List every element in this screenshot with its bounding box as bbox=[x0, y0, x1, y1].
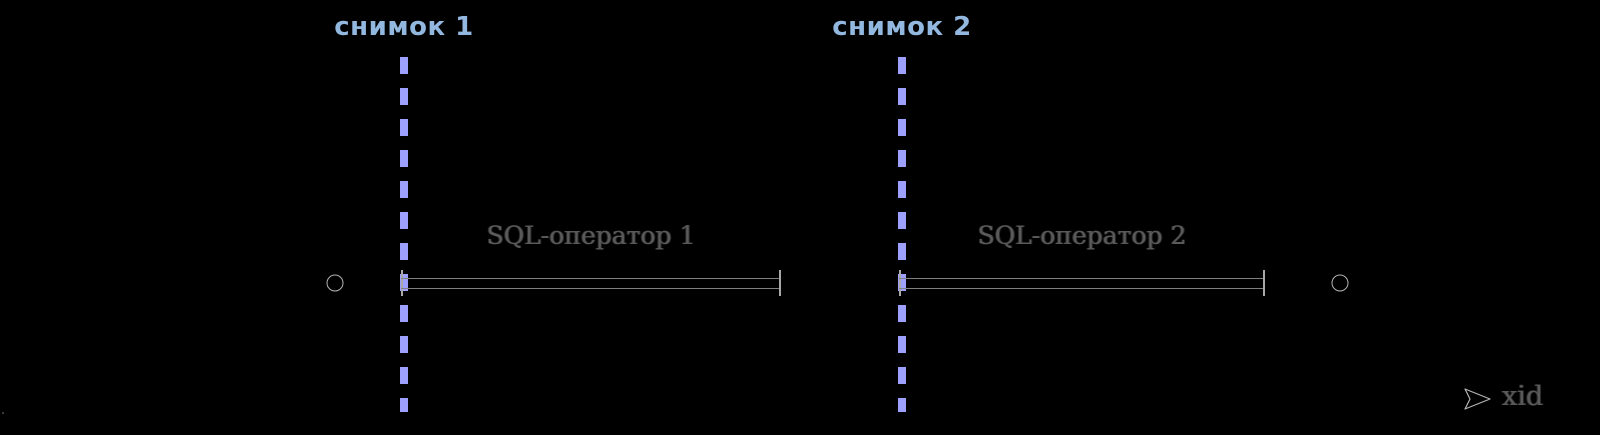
sql-statement-2-label: SQL-оператор 2 bbox=[977, 221, 1187, 250]
axis-label-xid: xid bbox=[1502, 381, 1544, 412]
bracket-rail-top bbox=[899, 278, 1265, 279]
snapshot-1-title: снимок 1 bbox=[334, 12, 474, 42]
snapshot-2-title: снимок 2 bbox=[832, 12, 972, 42]
sql-statement-2-duration-bracket bbox=[899, 270, 1265, 296]
bracket-end-cap-icon bbox=[779, 270, 781, 296]
snapshot-2-dashed-line bbox=[898, 57, 906, 412]
left-open-circle-icon bbox=[326, 274, 344, 292]
right-open-circle-icon bbox=[1331, 274, 1349, 292]
bracket-end-cap-icon bbox=[1263, 270, 1265, 296]
bracket-start-cap-icon bbox=[899, 270, 901, 296]
bracket-rail-bottom bbox=[401, 288, 781, 289]
axis-arrowhead-icon bbox=[1463, 387, 1493, 411]
sql-statement-1-duration-bracket bbox=[401, 270, 781, 296]
bracket-rail-top bbox=[401, 278, 781, 279]
sql-statement-1-label: SQL-оператор 1 bbox=[486, 221, 696, 250]
snapshot-1-dashed-line bbox=[400, 57, 408, 412]
bracket-rail-bottom bbox=[899, 288, 1265, 289]
edge-speck bbox=[2, 412, 4, 414]
bracket-start-cap-icon bbox=[401, 270, 403, 296]
